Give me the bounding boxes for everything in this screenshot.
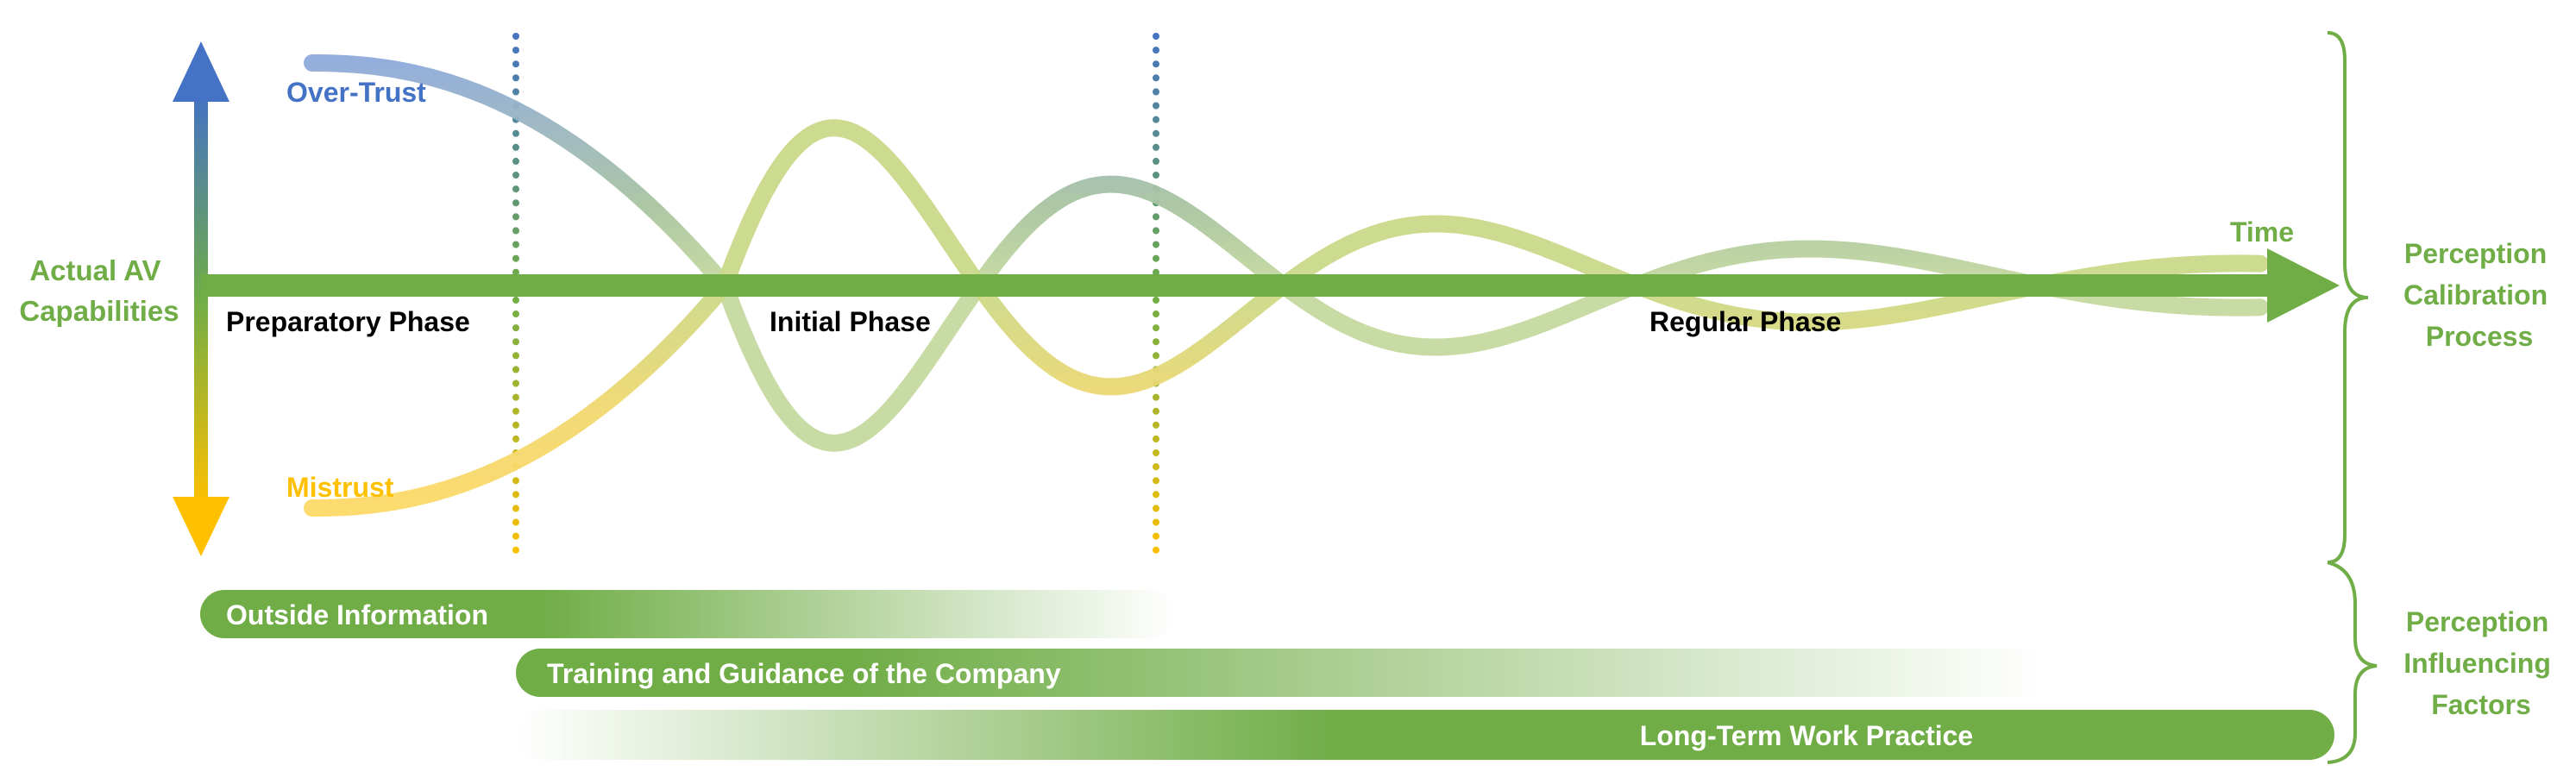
bracket-perception-influencing bbox=[2327, 561, 2378, 764]
bracket-perception-calibration bbox=[2327, 31, 2369, 564]
arrow-up-head bbox=[173, 41, 229, 102]
brackets bbox=[2327, 31, 2378, 764]
perception-calibration-line-2: Calibration bbox=[2403, 279, 2548, 310]
over-trust-curve bbox=[304, 54, 2269, 452]
phase-label-initial: Initial Phase bbox=[770, 306, 931, 337]
factor-bar-outside-information bbox=[200, 590, 1175, 638]
y-axis-label-line-2: Capabilities bbox=[19, 295, 179, 327]
time-arrow bbox=[201, 248, 2340, 323]
phase-dividers bbox=[512, 33, 1159, 564]
mistrust-label: Mistrust bbox=[286, 472, 394, 503]
perception-calibration-line-1: Perception bbox=[2404, 238, 2547, 269]
perception-calibration-line-3: Process bbox=[2426, 321, 2534, 352]
perception-influencing-line-1: Perception bbox=[2406, 606, 2548, 637]
perception-influencing-label: Perception Influencing Factors bbox=[2403, 606, 2559, 720]
factor-bars bbox=[200, 590, 2334, 760]
factor-bar-training bbox=[516, 649, 2043, 697]
y-axis-label: Actual AV Capabilities bbox=[19, 254, 179, 327]
over-trust-label: Over-Trust bbox=[286, 77, 426, 108]
mistrust-curve bbox=[304, 119, 2269, 517]
phase-label-regular: Regular Phase bbox=[1649, 306, 1841, 337]
time-label: Time bbox=[2230, 216, 2294, 248]
factor-bar-long-term bbox=[518, 710, 2334, 760]
arrow-down-head bbox=[173, 497, 229, 556]
perception-influencing-line-2: Influencing bbox=[2403, 648, 2551, 679]
outside-information-label: Outside Information bbox=[226, 599, 488, 630]
y-axis-label-line-1: Actual AV bbox=[29, 254, 160, 286]
perception-calibration-label: Perception Calibration Process bbox=[2403, 238, 2555, 352]
time-arrow-head bbox=[2267, 248, 2340, 323]
long-term-label: Long-Term Work Practice bbox=[1640, 720, 1973, 751]
perception-influencing-line-3: Factors bbox=[2431, 689, 2531, 720]
training-label: Training and Guidance of the Company bbox=[547, 658, 1061, 689]
capabilities-arrow bbox=[173, 41, 229, 556]
phase-label-preparatory: Preparatory Phase bbox=[226, 306, 470, 337]
